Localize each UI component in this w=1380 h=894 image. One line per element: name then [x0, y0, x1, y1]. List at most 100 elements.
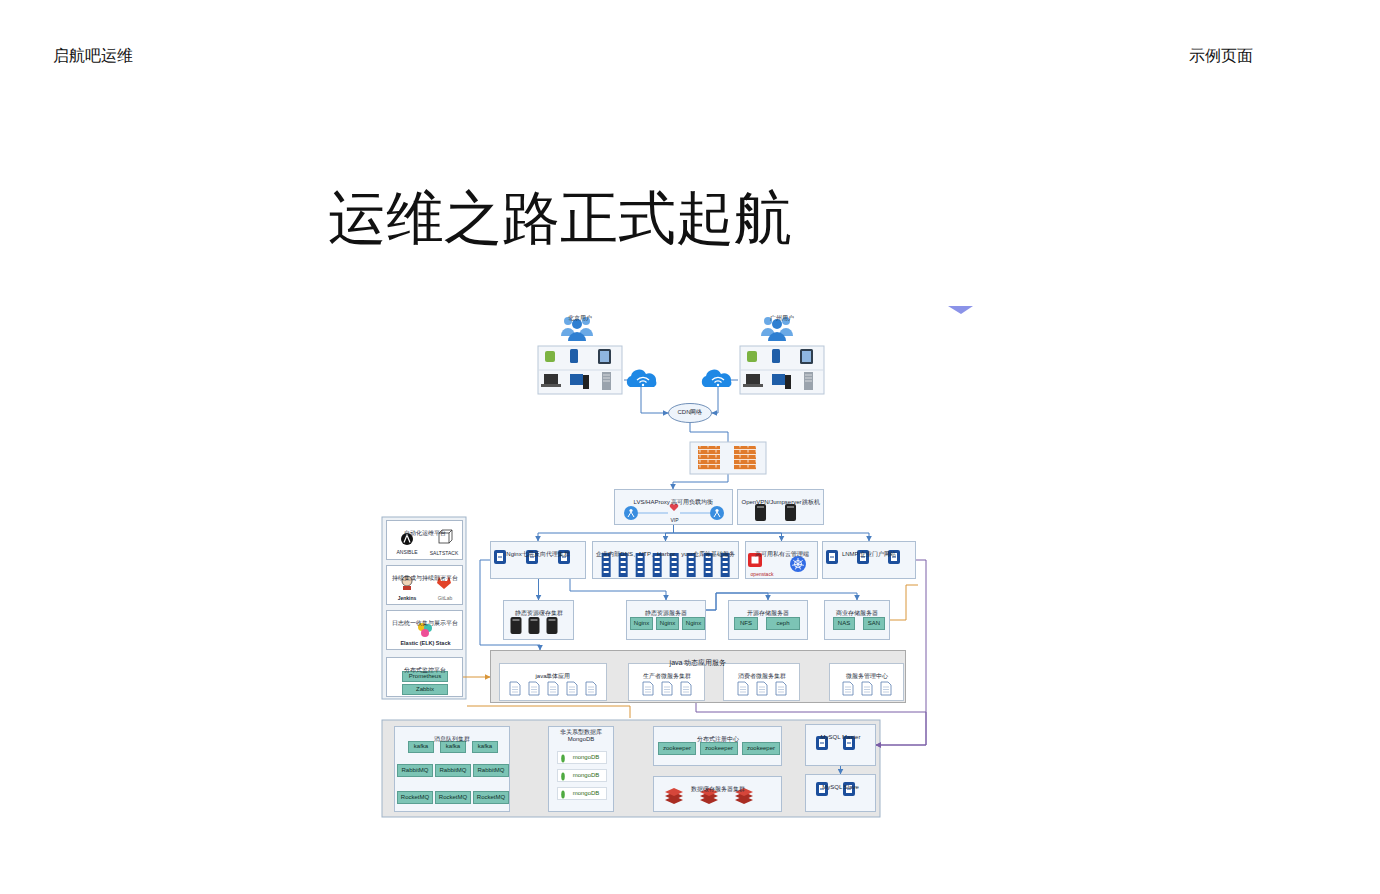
node-label: Nginx — [634, 620, 649, 627]
platform-box: 自动化运维平台 ANSIBLESALTSTACK — [386, 520, 463, 560]
app-box: java单体应用 — [499, 663, 607, 701]
logo-label: GitLab — [427, 595, 463, 601]
node-label: Nginx — [686, 620, 701, 627]
node-label: SAN — [868, 620, 880, 627]
node-label: 高可用私有云管理端 — [755, 551, 809, 558]
node-icons — [738, 490, 824, 526]
storage-box: 商业存储服务器 NAS SAN — [824, 600, 890, 640]
node-label: RocketMQ — [401, 794, 429, 801]
node-label: 开源存储服务器 — [747, 610, 789, 617]
node-label: NFS — [740, 620, 752, 627]
mongo-logo: mongoDB — [557, 769, 607, 782]
node-label: 非关系型数据库 MongoDB — [551, 729, 611, 743]
node-icons — [830, 664, 905, 702]
node-icons — [629, 664, 706, 702]
logo-label: ANSIBLE — [389, 549, 425, 555]
storage-cell: ceph — [766, 617, 800, 630]
cache-cluster-box: 静态资源缓存集群 — [503, 600, 574, 640]
server-cell: Nginx — [682, 617, 705, 630]
user-group: 北京用户 — [536, 306, 624, 396]
database-box: MySQL Slave — [805, 774, 876, 812]
cdn-ellipse: CDN网络 — [668, 403, 712, 423]
node-label: 数据缓存服务器集群 — [691, 786, 745, 793]
queue-cell: RocketMQ — [397, 791, 433, 804]
storage-box: 开源存储服务器 NFS ceph — [728, 600, 808, 640]
connector — [463, 677, 490, 678]
node-label: CDN网络 — [678, 409, 703, 416]
node-label: Zabbix — [416, 686, 434, 693]
node-label: 商业存储服务器 — [836, 610, 878, 617]
node-label: 消息队列集群 — [434, 736, 470, 743]
node-label: java单体应用 — [535, 673, 570, 680]
header-note: 示例页面 — [1189, 46, 1253, 67]
private-cloud-box: 高可用私有云管理端 openstack — [745, 541, 818, 579]
node-label: mongoDB — [573, 754, 600, 761]
portal-box: LNMP 企业门户网站 — [822, 541, 916, 579]
jump-server-box: OpenVPN/Jumpserver跳板机 — [737, 489, 823, 525]
node-icons — [724, 664, 801, 702]
node-label: MySQL Slave — [822, 784, 858, 791]
node-icons — [593, 542, 739, 580]
connector — [840, 766, 841, 774]
node-icons — [806, 775, 877, 813]
logo-label: VIP — [659, 517, 690, 523]
server-cell: Nginx — [656, 617, 679, 630]
queue-cell: RocketMQ — [473, 791, 509, 804]
connector — [570, 579, 666, 600]
connector — [674, 525, 870, 541]
connector — [538, 579, 539, 600]
node-label: ceph — [776, 620, 789, 627]
load-balancer-box: LVS/HAProxy 高可用负载均衡VIP — [614, 489, 733, 525]
node-label: NAS — [838, 620, 850, 627]
proxy-cluster-box: Nginx七层反向代理集群 — [490, 541, 586, 579]
monitor-cell: Prometheus — [402, 671, 448, 682]
node-label: java 动态应用服务 — [670, 659, 727, 667]
queue-cell: RabbitMQ — [397, 764, 432, 777]
queue-cell: RabbitMQ — [473, 764, 508, 777]
node-icons — [500, 664, 608, 702]
node-label: Prometheus — [409, 673, 441, 680]
node-label: Nginx七层反向代理集群 — [506, 551, 569, 558]
node-label: 微服务管理中心 — [846, 673, 888, 680]
header-brand: 启航吧运维 — [53, 46, 133, 67]
node-label: kafka — [478, 743, 492, 750]
node-icons — [654, 777, 783, 813]
node-label: 日志统一收集与展示平台 — [392, 620, 458, 627]
platform-box: 日志统一收集与展示平台Elastic (ELK) Stack — [386, 610, 463, 650]
storage-cell: SAN — [863, 617, 885, 630]
base-service-box: 企业内部DNS、NTP、Harbor、yum仓库等基础服务 — [592, 541, 738, 579]
user-group: 广州用户 — [738, 306, 826, 396]
node-label: MySQL Master — [821, 734, 861, 741]
logo-label: Jenkins — [389, 595, 425, 601]
app-box: 生产者微服务集群 — [628, 663, 705, 701]
node-label: Nginx — [660, 620, 675, 627]
redis-box: 数据缓存服务器集群 — [653, 776, 782, 812]
node-label: 持续集成与持续部署平台 — [392, 575, 458, 582]
logo-label: SALTSTACK — [425, 550, 463, 556]
node-label: zookeeper — [663, 745, 691, 752]
storage-cell: NAS — [833, 617, 855, 630]
queue-cell: RocketMQ — [435, 791, 471, 804]
node-label: 自动化运维平台 — [404, 530, 446, 537]
node-label: 生产者微服务集群 — [643, 673, 691, 680]
queue-cell: kafka — [408, 741, 434, 753]
logo-label: openstack — [747, 571, 777, 577]
node-label: RabbitMQ — [439, 767, 466, 774]
node-label: RocketMQ — [439, 794, 467, 801]
mongo-logo: mongoDB — [557, 787, 607, 800]
node-label: RabbitMQ — [477, 767, 504, 774]
node-label: zookeeper — [705, 745, 733, 752]
node-label: zookeeper — [747, 745, 775, 752]
monitor-cell: Zabbix — [402, 684, 448, 695]
queue-box: 消息队列集群kafkakafkakafkaRabbitMQRabbitMQRab… — [394, 726, 510, 812]
app-band: java 动态应用服务java单体应用生产者微服务集群消费者微服务集群微服务管理… — [490, 650, 906, 703]
node-label: 静态资源缓存集群 — [515, 610, 563, 617]
queue-cell: kafka — [440, 741, 466, 753]
platform-box: 分布式监控平台PrometheusZabbix — [386, 657, 463, 697]
connector — [666, 525, 674, 541]
nosql-box: 非关系型数据库 MongoDB mongoDB mongoDB mongoDB — [548, 726, 614, 812]
server-cell: Nginx — [630, 617, 653, 630]
queue-cell: kafka — [472, 741, 498, 753]
node-icons — [806, 725, 877, 767]
mongo-logo: mongoDB — [557, 751, 607, 764]
